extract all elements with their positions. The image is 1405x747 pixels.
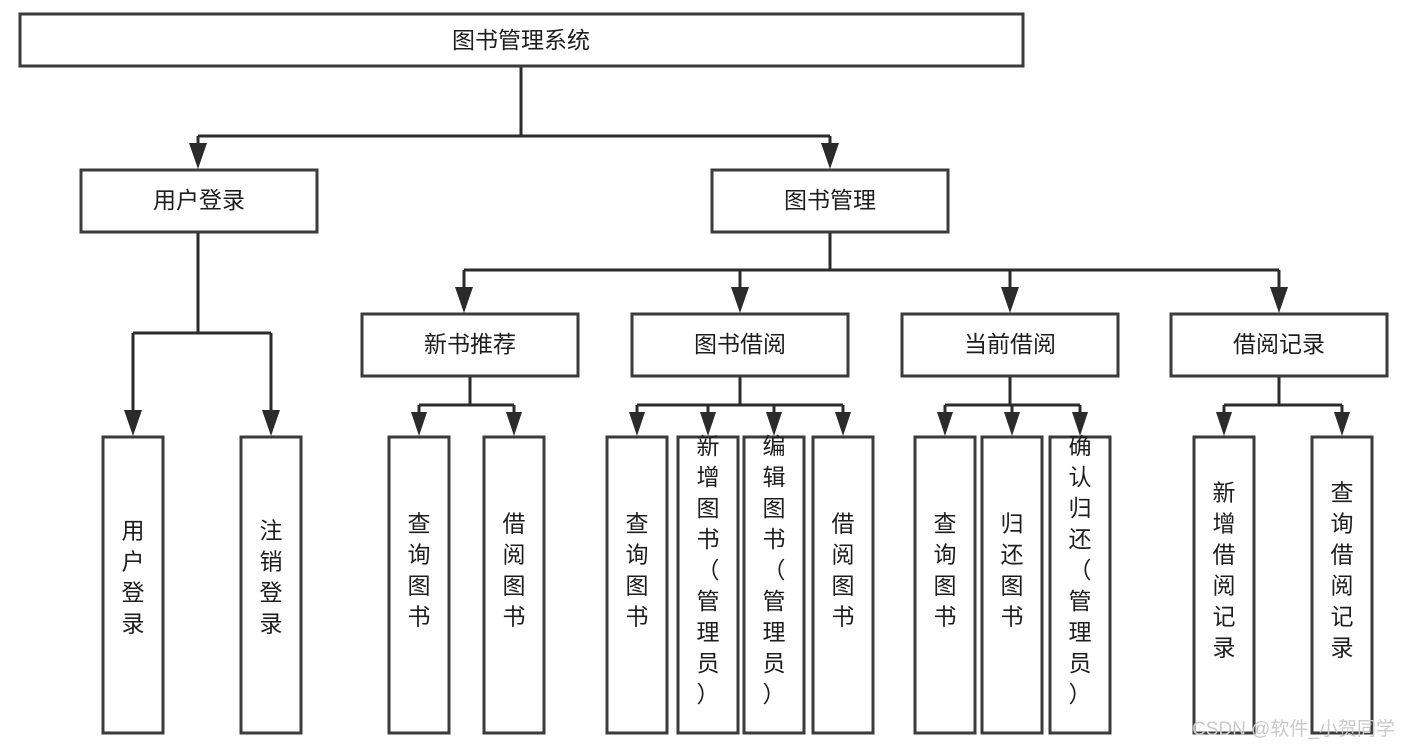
node-borrow-record-label: 借阅记录 — [1233, 331, 1325, 357]
leaf-logout-login[interactable]: 注销登录 — [239, 435, 303, 735]
node-book-management-label: 图书管理 — [784, 187, 876, 213]
node-root-box[interactable] — [18, 12, 1025, 68]
connector-layer — [124, 66, 1350, 436]
node-new-book-recommend-label: 新书推荐 — [424, 331, 516, 357]
leaf-confirm-return-admin[interactable]: 确认归还（管理员） — [1048, 433, 1112, 735]
leaf-query-book-1-label: 查询图书 — [408, 511, 431, 630]
arrow-bookmgmt-to-borrow-record — [1270, 287, 1288, 313]
arrow-userlogin-leaf-2 — [262, 410, 280, 436]
leaf-borrow-book-2[interactable]: 借阅图书 — [811, 435, 875, 735]
arrow-newbook-leaf-2 — [506, 412, 522, 436]
leaf-confirm-return-admin-label: 确认归还（管理员） — [1069, 433, 1092, 707]
leaf-borrow-book-1[interactable]: 借阅图书 — [482, 435, 546, 735]
leaf-borrow-book-1-label: 借阅图书 — [503, 511, 526, 630]
leaf-borrow-book-2-label: 借阅图书 — [832, 511, 855, 630]
arrow-bookborrow-leaf-4 — [835, 412, 851, 436]
node-book-borrow[interactable]: 图书借阅 — [630, 312, 850, 378]
leaf-logout-login-label: 注销登录 — [260, 518, 283, 637]
leaf-return-book-box[interactable] — [980, 435, 1044, 735]
leaf-query-book-2-label: 查询图书 — [626, 511, 649, 630]
leaf-user-login-label: 用户登录 — [122, 518, 145, 637]
node-current-borrow-box[interactable] — [900, 312, 1120, 378]
arrow-bookborrow-leaf-2 — [700, 412, 716, 436]
node-borrow-record[interactable]: 借阅记录 — [1169, 312, 1389, 378]
leaf-query-borrow-record-box[interactable] — [1310, 435, 1374, 735]
node-book-management-box[interactable] — [710, 168, 950, 234]
watermark-label: CSDN @软件_小贺同学 — [1192, 718, 1395, 740]
leaf-add-book-admin[interactable]: 新增图书（管理员） — [676, 433, 740, 735]
leaf-logout-login-box[interactable] — [239, 435, 303, 735]
leaf-edit-book-admin-box[interactable] — [742, 435, 806, 735]
node-book-borrow-label: 图书借阅 — [694, 331, 786, 357]
leaf-query-borrow-record-label: 查询借阅记录 — [1331, 480, 1354, 661]
node-book-management[interactable]: 图书管理 — [710, 168, 950, 234]
node-book-borrow-box[interactable] — [630, 312, 850, 378]
node-current-borrow-label: 当前借阅 — [964, 331, 1056, 357]
arrow-bookmgmt-to-new-book — [455, 287, 473, 313]
arrow-root-to-user-login — [189, 143, 207, 169]
arrow-currentborrow-leaf-3 — [1072, 412, 1088, 436]
leaf-query-book-2-box[interactable] — [605, 435, 669, 735]
leaf-query-book-3-box[interactable] — [913, 435, 977, 735]
node-new-book-recommend[interactable]: 新书推荐 — [360, 312, 580, 378]
leaf-edit-book-admin-label: 编辑图书（管理员） — [763, 433, 786, 707]
node-user-login-box[interactable] — [79, 168, 319, 234]
leaf-add-book-admin-box[interactable] — [676, 435, 740, 735]
arrow-bookborrow-leaf-3 — [766, 412, 782, 436]
leaf-confirm-return-admin-box[interactable] — [1048, 435, 1112, 735]
leaf-query-book-3-label: 查询图书 — [934, 511, 957, 630]
leaf-return-book-label: 归还图书 — [1001, 511, 1024, 630]
arrow-newbook-leaf-1 — [411, 412, 427, 436]
arrow-bookborrow-leaf-1 — [629, 412, 645, 436]
leaf-query-book-1-box[interactable] — [387, 435, 451, 735]
leaf-add-borrow-record[interactable]: 新增借阅记录 — [1192, 435, 1256, 735]
node-borrow-record-box[interactable] — [1169, 312, 1389, 378]
leaf-user-login-box[interactable] — [101, 435, 165, 735]
arrow-userlogin-leaf-1 — [124, 410, 142, 436]
arrow-bookmgmt-to-book-borrow — [731, 287, 749, 313]
leaf-add-borrow-record-box[interactable] — [1192, 435, 1256, 735]
leaf-return-book[interactable]: 归还图书 — [980, 435, 1044, 735]
arrow-borrowrecord-leaf-1 — [1216, 412, 1232, 436]
node-current-borrow[interactable]: 当前借阅 — [900, 312, 1120, 378]
leaf-edit-book-admin[interactable]: 编辑图书（管理员） — [742, 433, 806, 735]
arrow-currentborrow-leaf-1 — [937, 412, 953, 436]
arrow-currentborrow-leaf-2 — [1004, 412, 1020, 436]
node-root-label: 图书管理系统 — [452, 27, 590, 53]
leaf-user-login[interactable]: 用户登录 — [101, 435, 165, 735]
leaf-query-book-3[interactable]: 查询图书 — [913, 435, 977, 735]
arrow-bookmgmt-to-current-borrow — [1001, 287, 1019, 313]
node-user-login[interactable]: 用户登录 — [79, 168, 319, 234]
leaf-add-borrow-record-label: 新增借阅记录 — [1213, 480, 1236, 661]
leaf-borrow-book-2-box[interactable] — [811, 435, 875, 735]
leaf-add-book-admin-label: 新增图书（管理员） — [697, 433, 720, 707]
arrow-root-to-book-management — [821, 143, 839, 169]
node-root[interactable]: 图书管理系统 — [18, 12, 1025, 68]
node-user-login-label: 用户登录 — [153, 187, 245, 213]
node-new-book-recommend-box[interactable] — [360, 312, 580, 378]
leaf-borrow-book-1-box[interactable] — [482, 435, 546, 735]
leaf-query-borrow-record[interactable]: 查询借阅记录 — [1310, 435, 1374, 735]
leaf-query-book-2[interactable]: 查询图书 — [605, 435, 669, 735]
leaf-query-book-1[interactable]: 查询图书 — [387, 435, 451, 735]
arrow-borrowrecord-leaf-2 — [1334, 412, 1350, 436]
